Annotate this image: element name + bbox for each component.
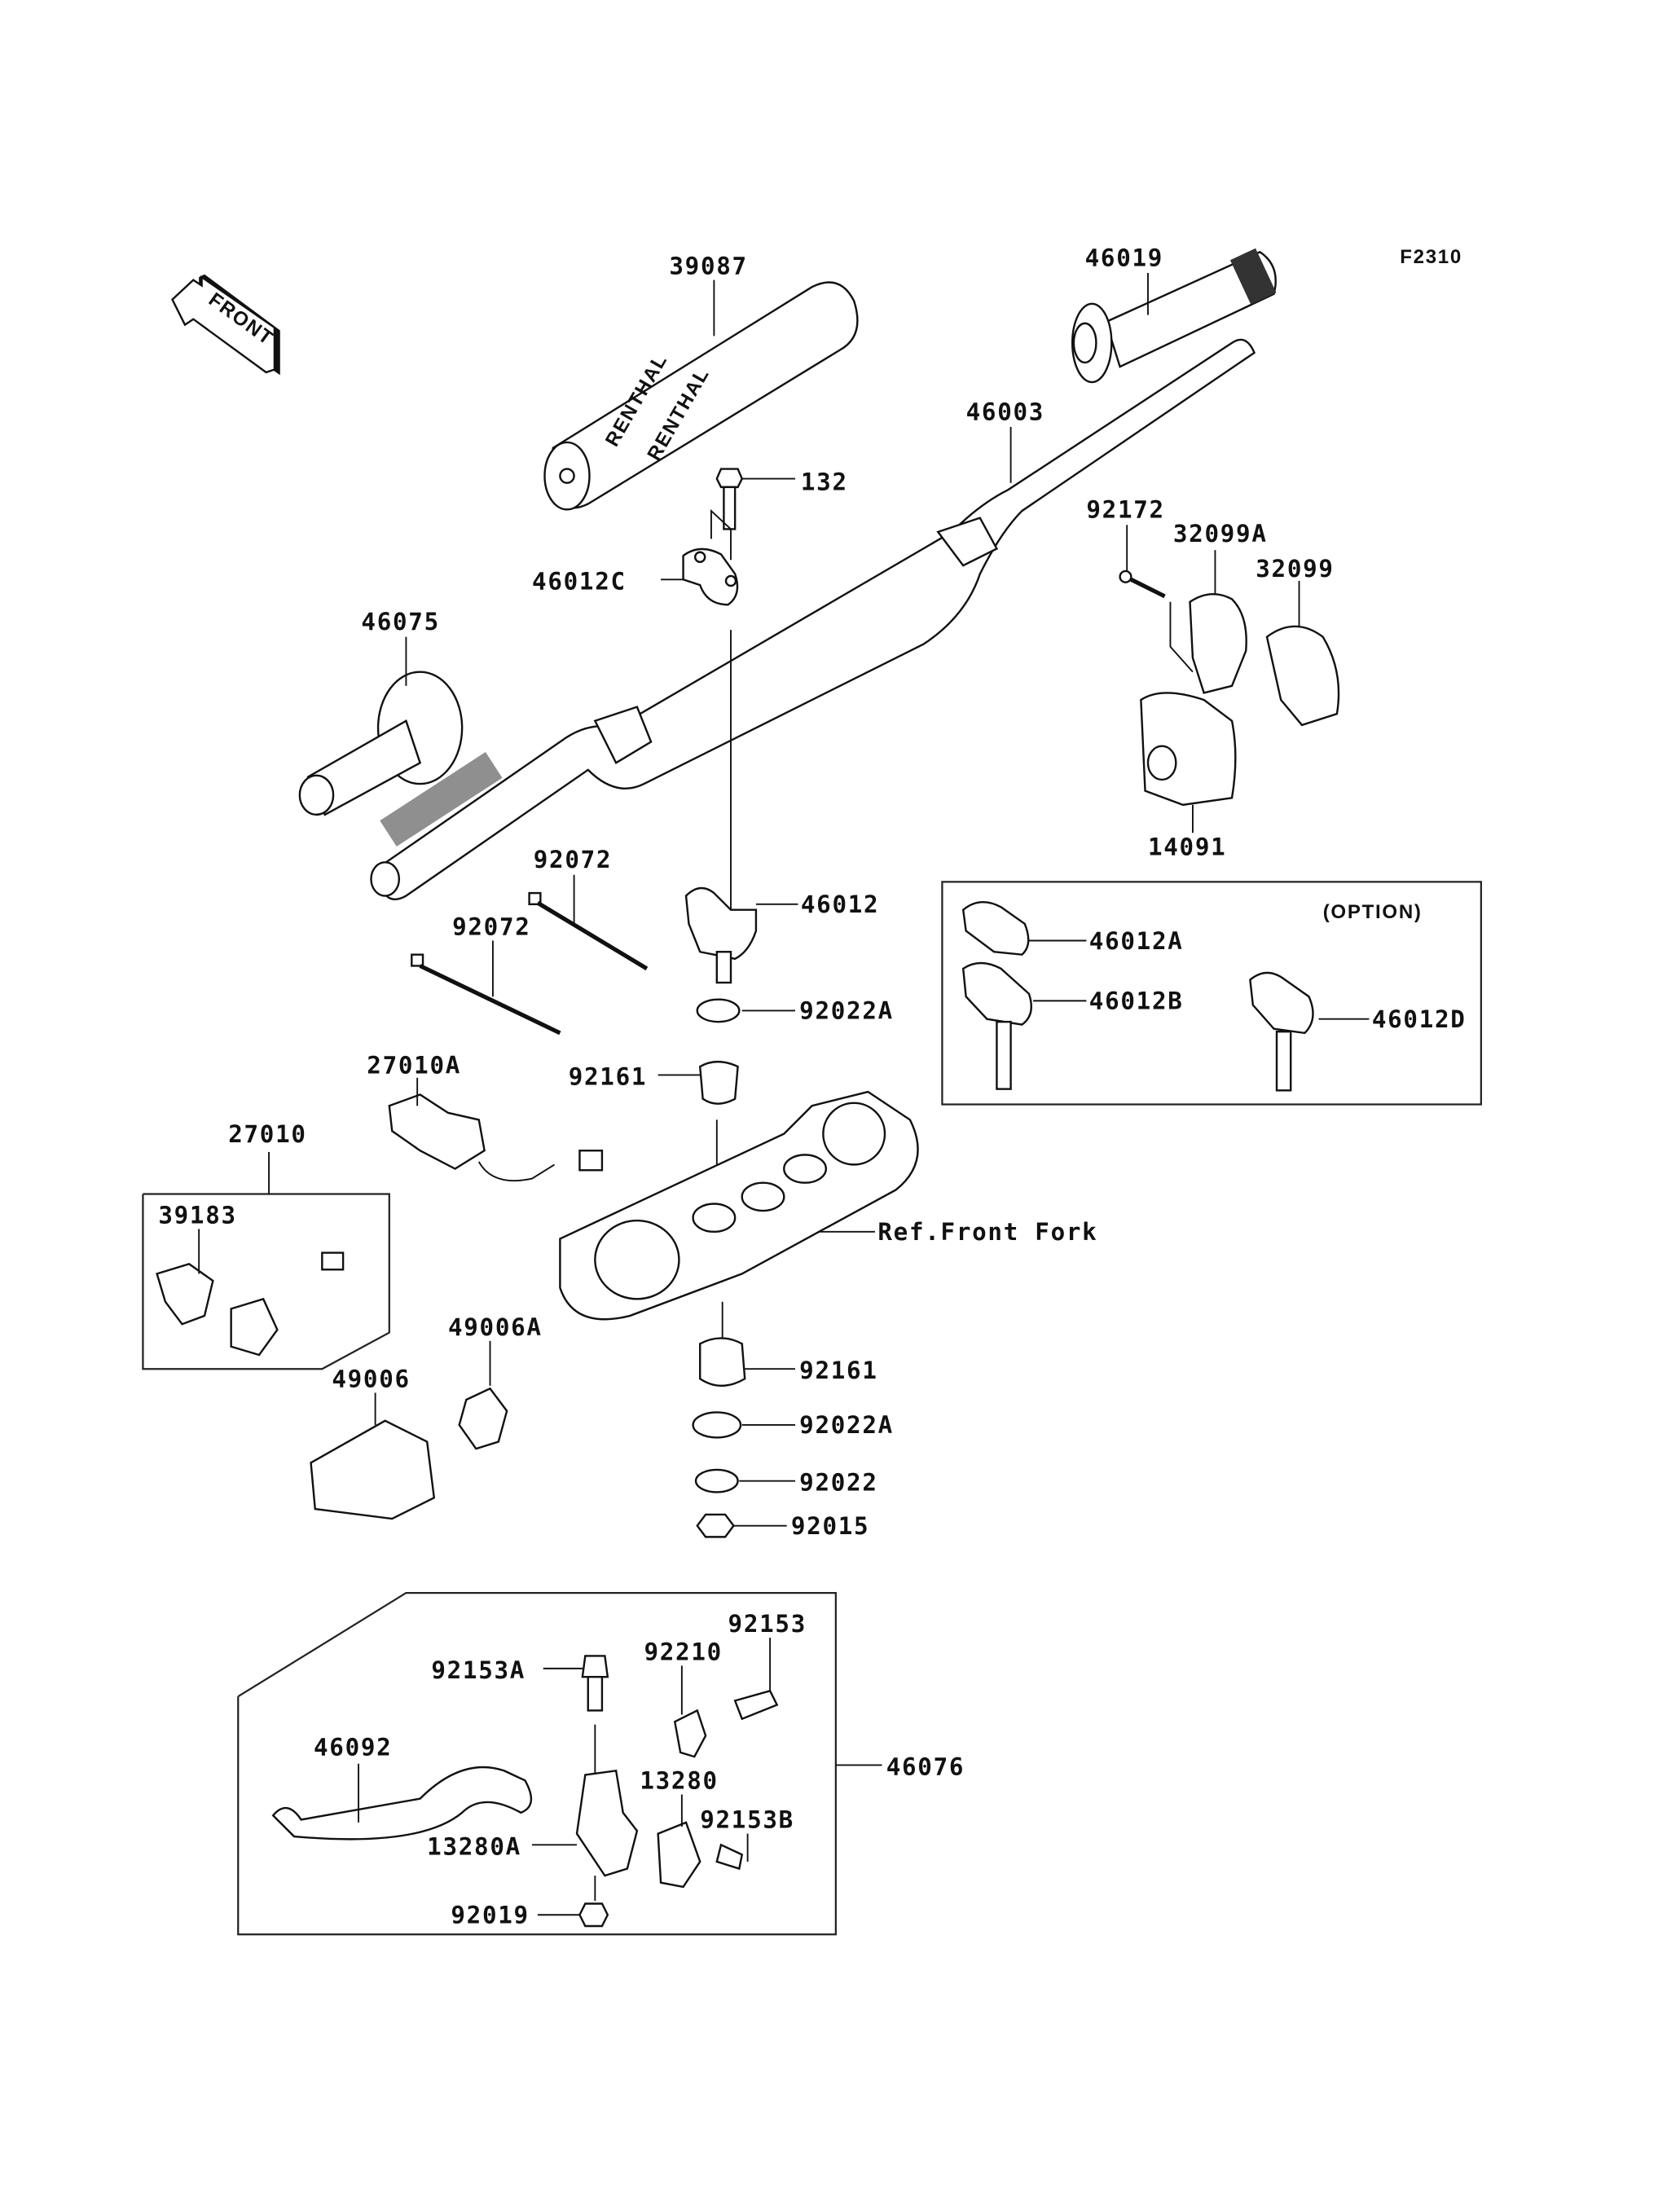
label-46019: 46019 xyxy=(1085,244,1163,271)
label-39183: 39183 xyxy=(158,1202,236,1229)
label-46012D: 46012D xyxy=(1372,1005,1467,1033)
triple-clamp xyxy=(559,1090,919,1321)
holder-46012B xyxy=(961,961,1032,1026)
clamp-46012C xyxy=(682,548,739,606)
bolt-92153A xyxy=(581,1655,609,1678)
label-46075: 46075 xyxy=(361,608,439,636)
figure-code: F2310 xyxy=(1400,246,1462,268)
nut-92019 xyxy=(578,1902,609,1928)
label-132: 132 xyxy=(801,468,848,495)
handlebar-pad: RENTHAL RENTHAL xyxy=(543,281,859,511)
clamp-39183 xyxy=(156,1263,214,1326)
label-92172: 92172 xyxy=(1086,496,1164,524)
cover-49006 xyxy=(310,1419,436,1520)
label-14091: 14091 xyxy=(1148,833,1226,861)
holder-46012 xyxy=(684,886,758,984)
cable-tie-1 xyxy=(528,891,649,971)
adjuster-92210 xyxy=(673,1709,707,1758)
label-92210: 92210 xyxy=(644,1638,722,1666)
label-46012B: 46012B xyxy=(1089,987,1184,1015)
label-27010: 27010 xyxy=(228,1120,306,1148)
cable-tie-2 xyxy=(411,953,561,1036)
throttle-grip xyxy=(1071,248,1277,384)
option-box-title: (OPTION) xyxy=(1323,901,1423,923)
clamp-46012A xyxy=(961,901,1030,956)
label-92161-top: 92161 xyxy=(569,1062,647,1090)
label-46076: 46076 xyxy=(886,1753,965,1780)
damper-92161-top xyxy=(698,1060,739,1105)
adjuster-49006A xyxy=(458,1387,508,1450)
screw-92172 xyxy=(1119,570,1166,599)
housing-32099 xyxy=(1265,625,1340,727)
throttle-cover-14091 xyxy=(1140,692,1237,807)
label-27010A: 27010A xyxy=(367,1052,461,1080)
damper-92161-bottom xyxy=(698,1337,746,1388)
option-box: (OPTION) 46012A 46012B 46012D xyxy=(941,881,1482,1106)
label-39087: 39087 xyxy=(669,253,747,280)
label-46012A: 46012A xyxy=(1089,927,1184,955)
label-92022A-top: 92022A xyxy=(799,997,894,1025)
washer-92022A-top xyxy=(696,998,741,1023)
label-32099A: 32099A xyxy=(1173,520,1268,548)
label-13280A: 13280A xyxy=(427,1832,521,1860)
switch-27010A xyxy=(388,1093,604,1182)
nut-92015 xyxy=(696,1513,735,1538)
left-grip-46075 xyxy=(298,671,464,816)
lever-assembly-box xyxy=(237,1591,837,1936)
label-92019: 92019 xyxy=(451,1902,529,1929)
label-92015: 92015 xyxy=(791,1512,869,1540)
label-46092: 46092 xyxy=(314,1733,392,1761)
label-92022A-bottom: 92022A xyxy=(799,1411,894,1439)
switch-kit-box xyxy=(142,1193,390,1370)
label-46003: 46003 xyxy=(966,398,1045,425)
label-46012: 46012 xyxy=(801,891,879,918)
lever-46092 xyxy=(271,1766,532,1841)
bolt-132 xyxy=(715,468,744,530)
handlebar xyxy=(370,338,1256,900)
washer-92022A-bottom xyxy=(692,1411,742,1439)
label-92153A: 92153A xyxy=(431,1656,526,1684)
label-92072-lower: 92072 xyxy=(452,913,530,941)
reference-front-fork[interactable]: Ref.Front Fork xyxy=(877,1218,1097,1246)
label-32099: 32099 xyxy=(1256,555,1334,583)
label-13280: 13280 xyxy=(640,1767,718,1795)
label-92161-bottom: 92161 xyxy=(799,1357,877,1384)
switch-body xyxy=(230,1297,279,1357)
housing-32099A xyxy=(1189,593,1247,694)
label-92153: 92153 xyxy=(728,1610,807,1638)
holder-13280A xyxy=(575,1769,639,1877)
bolt-92153B xyxy=(715,1843,744,1871)
label-92072-upper: 92072 xyxy=(534,846,612,873)
label-92153B: 92153B xyxy=(700,1806,794,1834)
front-arrow-icon: FRONT xyxy=(171,274,280,376)
label-46012C: 46012C xyxy=(532,567,627,595)
label-92022: 92022 xyxy=(799,1469,877,1497)
washer-92022 xyxy=(694,1468,739,1493)
clamp-13280 xyxy=(657,1821,701,1889)
label-49006A: 49006A xyxy=(448,1313,543,1341)
label-49006: 49006 xyxy=(332,1366,410,1393)
bolt-92153 xyxy=(733,1689,779,1721)
holder-46012D xyxy=(1249,971,1314,1035)
